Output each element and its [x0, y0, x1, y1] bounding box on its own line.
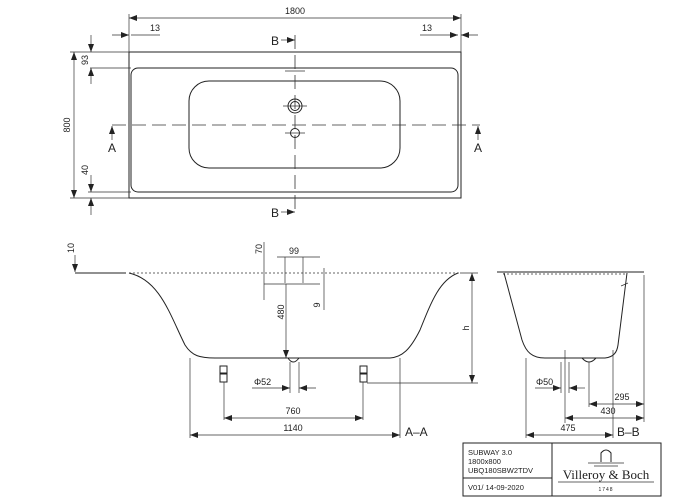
drain-diameter-bb-dimension: Φ50 — [536, 377, 553, 387]
section-b-marker-bottom: B — [271, 206, 279, 220]
bath-profile-bb — [503, 272, 628, 359]
product-name: SUBWAY 3.0 — [468, 448, 512, 457]
section-bb-view: Φ50 295 430 475 B–B — [497, 271, 645, 439]
section-aa-view: 10 70 99 9 480 h Φ52 760 114 — [66, 242, 478, 439]
rim-bottom-dimension: 40 — [80, 165, 90, 175]
rim-thickness-dimension: 10 — [66, 243, 76, 253]
brand-name: Villeroy & Boch — [563, 467, 650, 482]
drain-offset-dimension: 295 — [614, 392, 629, 402]
foot-icon — [219, 365, 228, 383]
overflow-offset-dimension: 70 — [254, 244, 264, 254]
overflow-icon — [283, 98, 307, 114]
height-dimension: h — [461, 325, 471, 330]
bottom-length-dimension: 1140 — [283, 423, 302, 433]
width-dimension: 800 — [62, 117, 72, 132]
section-a-marker-left: A — [108, 141, 116, 155]
top-view: 1800 13 13 800 93 40 B B A A — [62, 6, 482, 220]
drain-diameter-dimension: Φ52 — [254, 377, 271, 387]
rim-right-dimension: 13 — [422, 23, 432, 33]
length-dimension: 1800 — [285, 6, 305, 16]
bath-profile — [128, 272, 459, 359]
rim-top-dimension: 93 — [80, 55, 90, 65]
title-block: SUBWAY 3.0 1800x800 UBQ180SBW2TDV V01/ 1… — [462, 442, 662, 497]
brand-year: 1748 — [598, 487, 613, 493]
section-a-marker-right: A — [474, 141, 482, 155]
section-aa-label: A–A — [405, 425, 428, 439]
feet-offset-dimension: 430 — [600, 406, 615, 416]
inner-rim — [130, 67, 459, 193]
rim-left-dimension: 13 — [150, 23, 160, 33]
bath-bowl — [188, 80, 401, 169]
overflow-spacing-dimension: 99 — [289, 246, 299, 256]
foot-icon — [359, 365, 368, 383]
section-bb-label: B–B — [617, 425, 640, 439]
section-b-marker-top: B — [271, 34, 279, 48]
version-date: V01/ 14-09-2020 — [468, 483, 524, 492]
drain-icon — [285, 128, 305, 138]
feet-spacing-dimension: 760 — [285, 406, 300, 416]
overflow-depth-dimension: 9 — [312, 302, 322, 307]
depth-dimension: 480 — [276, 304, 286, 319]
bottom-width-dimension: 475 — [560, 423, 575, 433]
product-code: UBQ180SBW2TDV — [468, 466, 533, 475]
product-size: 1800x800 — [468, 457, 501, 466]
brand-logo-icon — [588, 449, 624, 467]
